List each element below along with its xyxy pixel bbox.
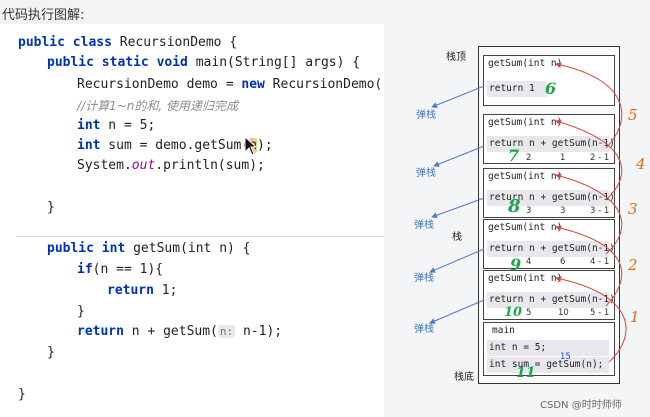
frame-n-value: 5 xyxy=(526,308,532,318)
stack-frame-main: main int n = 5; int sum = getSum(n); 15 xyxy=(483,322,615,376)
main-frame-title: main xyxy=(492,325,515,336)
frame-return: return n + getSum(n-1) xyxy=(487,190,615,206)
pop-arrow xyxy=(429,299,485,324)
code-line-getsum: public int getSum(int n) { xyxy=(47,241,251,256)
frame-return: return n + getSum(n-1) xyxy=(487,241,615,257)
frame-return: return n + getSum(n-1) xyxy=(487,292,615,308)
param-hint: n: xyxy=(217,325,236,338)
stack-frame-n5: getSum(int n) return n + getSum(n-1) 5 1… xyxy=(483,270,615,320)
stack-frame-n2: getSum(int n) return n + getSum(n-1) 2 1… xyxy=(483,114,615,164)
call-curve xyxy=(555,225,623,307)
pop-label: 弹栈 xyxy=(414,273,434,284)
page-header: 代码执行图解: xyxy=(0,0,650,24)
frame-n-value: 2 xyxy=(526,153,532,163)
stack-frame-return-1: getSum(int n) return 1 xyxy=(483,55,615,106)
frame-result-value: 6 xyxy=(560,257,566,267)
stack-top-label: 栈顶 xyxy=(446,52,466,63)
code-line-n: int n = 5; xyxy=(77,118,156,133)
page-title: 代码执行图解: xyxy=(2,8,85,23)
step-number: 8 xyxy=(508,196,521,217)
mouse-cursor-icon xyxy=(244,136,258,156)
code-line-main: public static void main(String[] args) { xyxy=(47,55,361,70)
step-number: 10 xyxy=(504,305,523,320)
pop-label: 弹栈 xyxy=(416,168,436,179)
code-line-close-getsum: } xyxy=(47,345,55,360)
code-line-println: System.out.println(sum); xyxy=(77,158,265,173)
pop-arrow xyxy=(433,145,485,167)
code-line-if: if(n == 1){ xyxy=(77,262,164,277)
frame-return: return n + getSum(n-1) xyxy=(487,136,615,152)
frame-n-value: 3 xyxy=(526,206,532,216)
call-curve xyxy=(555,119,623,201)
frame-result-value: 1 xyxy=(560,153,566,163)
code-line-return-rec: return n + getSum(n: n-1); xyxy=(77,324,283,339)
frame-result-value: 3 xyxy=(560,206,566,216)
stack-label: 栈 xyxy=(452,232,462,243)
code-divider xyxy=(16,236,384,237)
pop-arrow xyxy=(431,85,485,108)
step-number: 6 xyxy=(545,79,557,98)
pop-arrow xyxy=(431,197,485,219)
main-result-value: 15 xyxy=(560,352,571,362)
call-curve xyxy=(555,62,623,149)
frame-arg-value: 2 - 1 xyxy=(590,153,610,163)
watermark: CSDN @时时师师 xyxy=(540,400,622,411)
frame-arg-value: 4 - 1 xyxy=(590,257,610,267)
call-order-number: 5 xyxy=(628,106,638,124)
frame-return: return 1 xyxy=(487,81,547,97)
pop-label: 弹栈 xyxy=(414,324,434,335)
stack-bottom-label: 栈底 xyxy=(454,372,474,383)
call-order-number: 3 xyxy=(628,200,638,218)
code-line-return1: return 1; xyxy=(107,283,178,298)
call-order-number: 4 xyxy=(636,155,646,173)
code-line-demo: RecursionDemo demo = new RecursionDemo()… xyxy=(77,77,398,92)
code-panel: public class RecursionDemo { public stat… xyxy=(0,24,398,417)
pop-label: 弹栈 xyxy=(416,110,436,121)
call-curve xyxy=(555,173,623,255)
frame-arg-value: 3 - 1 xyxy=(590,206,610,216)
step-number: 11 xyxy=(516,365,536,381)
code-line-close-if: } xyxy=(77,304,85,319)
pop-arrow xyxy=(429,248,485,273)
call-curve xyxy=(555,276,627,363)
main-frame-line2: int sum = getSum(n); xyxy=(487,357,609,373)
frame-result-value: 10 xyxy=(558,308,569,318)
stack-frame-n3: getSum(int n) return n + getSum(n-1) 3 3… xyxy=(483,168,615,218)
call-order-number: 1 xyxy=(630,308,640,326)
main-frame-line1: int n = 5; xyxy=(487,340,609,356)
annotation-arrows xyxy=(429,62,627,363)
code-line-close-main: } xyxy=(47,200,55,215)
code-line-class: public class RecursionDemo { xyxy=(18,35,238,50)
step-number: 9 xyxy=(510,255,522,274)
pop-label: 弹栈 xyxy=(414,220,434,231)
code-line-close-class: } xyxy=(18,387,26,402)
step-number: 7 xyxy=(508,146,520,165)
frame-n-value: 4 xyxy=(526,257,532,267)
code-line-comment: //计算1~n的和, 使用递归完成 xyxy=(77,99,239,113)
frame-arg-value: 5 - 1 xyxy=(590,308,610,318)
call-order-number: 2 xyxy=(628,256,638,274)
